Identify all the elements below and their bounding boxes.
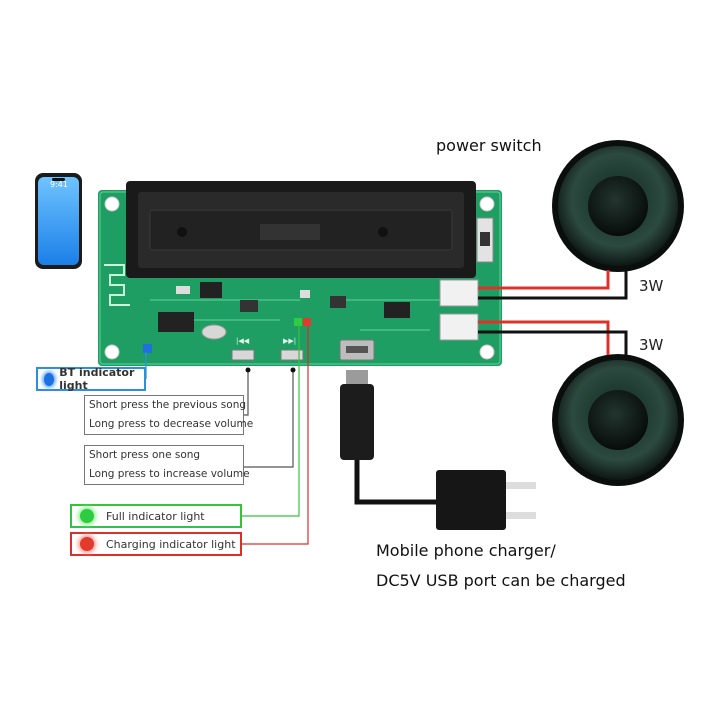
speaker-top bbox=[552, 140, 684, 272]
full-indicator-label: Full indicator light bbox=[106, 509, 205, 523]
phone-time: 9:41 bbox=[50, 180, 68, 189]
callout-lines bbox=[145, 326, 309, 545]
previous-button-callout: Short press the previous song Long press… bbox=[84, 395, 254, 435]
speaker-bottom-power-label: 3W bbox=[639, 336, 664, 354]
speaker-wires bbox=[478, 270, 628, 355]
prev-long-label: Long press to decrease volume bbox=[89, 418, 254, 430]
next-long-label: Long press to increase volume bbox=[89, 468, 250, 480]
bt-indicator-label: BT indicator light bbox=[59, 366, 135, 392]
next-button-callout: Short press one song Long press to incre… bbox=[84, 445, 250, 485]
charger-caption-line1: Mobile phone charger/ bbox=[376, 541, 556, 560]
charging-indicator-callout: Charging indicator light bbox=[70, 532, 242, 556]
prev-key-mark: |◀◀ bbox=[236, 337, 250, 345]
full-indicator-callout: Full indicator light bbox=[70, 504, 242, 528]
charger-caption-line2: DC5V USB port can be charged bbox=[376, 571, 626, 590]
speaker-top-power-label: 3W bbox=[639, 277, 664, 295]
green-led-icon bbox=[80, 509, 94, 523]
bt-indicator-callout: BT indicator light bbox=[36, 366, 146, 392]
phone-icon bbox=[35, 173, 82, 269]
power-switch-label: power switch bbox=[436, 136, 542, 155]
prev-short-label: Short press the previous song bbox=[89, 399, 247, 411]
next-short-label: Short press one song bbox=[89, 449, 201, 461]
red-led-icon bbox=[80, 537, 94, 551]
usb-cable bbox=[340, 370, 536, 530]
blue-led-icon bbox=[44, 372, 55, 386]
charging-indicator-label: Charging indicator light bbox=[106, 537, 236, 551]
speaker-bottom bbox=[552, 354, 684, 486]
next-key-mark: ▶▶| bbox=[283, 337, 297, 345]
battery-holder bbox=[126, 181, 476, 278]
